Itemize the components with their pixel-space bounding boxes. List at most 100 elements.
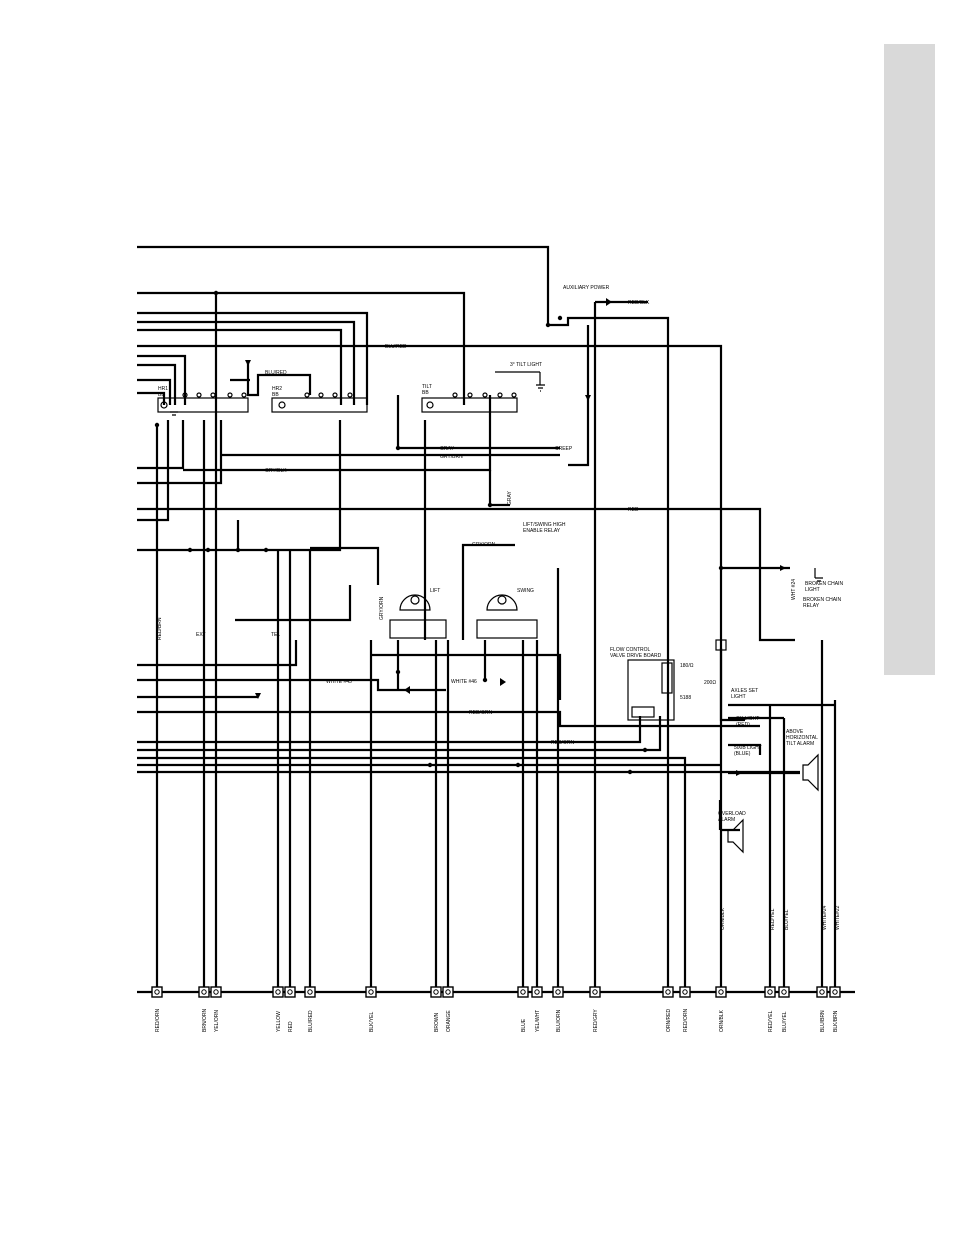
terminal-pin-0 <box>154 989 160 995</box>
terminal-pin-1 <box>201 989 207 995</box>
relay-tilt <box>421 392 518 413</box>
label-tel: TEL <box>271 632 280 638</box>
terminal-pin-17 <box>781 989 787 995</box>
label-creep: CREEP <box>555 446 573 452</box>
terminal-pin-16 <box>767 989 773 995</box>
terminal-label-16: RED/YEL <box>768 1010 774 1032</box>
flow-control-board <box>627 659 675 721</box>
terminal-10 <box>531 986 543 998</box>
vertical-labels: RED/BRN GRAY GRY/ORN ORN/BLK RED/YEL BLU… <box>157 491 841 930</box>
terminal-label-9: BLUE <box>521 1018 527 1032</box>
label-r200: 200Ω <box>704 680 716 686</box>
label-white46: WHITE #46 <box>451 679 477 685</box>
terminal-pin-7 <box>433 989 439 995</box>
terminal-label-10: YEL/WHT <box>535 1010 541 1032</box>
label-red-brn: RED/BRN <box>157 617 163 640</box>
terminal-12 <box>589 986 601 998</box>
terminal-pin-18 <box>819 989 825 995</box>
terminal-label-8: ORANGE <box>446 1010 452 1032</box>
terminal-pin-14 <box>682 989 688 995</box>
section-tab <box>884 44 935 675</box>
label-red-yel-v: RED/YEL <box>770 908 776 930</box>
terminal-pin-6 <box>368 989 374 995</box>
junctions <box>154 290 724 775</box>
terminal-label-15: ORN/BLK <box>719 1009 725 1032</box>
label-gry-brn: GRY/BRN <box>440 454 463 460</box>
terminal-16 <box>764 986 776 998</box>
label-r5188: 5188 <box>680 695 691 701</box>
label-red-orn-mid: RED/ORN <box>551 740 574 746</box>
label-gry-orn: GRY/ORN <box>472 542 496 548</box>
terminal-label-14: RED/ORN <box>683 1009 689 1032</box>
terminal-label-7: BROWN <box>434 1012 440 1032</box>
label-gray: GRAY <box>440 446 454 452</box>
swing-connector <box>476 594 538 639</box>
terminal-11 <box>552 986 564 998</box>
terminal-pin-5 <box>307 989 313 995</box>
terminal-17 <box>778 986 790 998</box>
relay-hr2 <box>271 392 368 413</box>
terminal-9 <box>517 986 529 998</box>
label-gray-v: GRAY <box>507 491 513 505</box>
terminal-2 <box>210 986 222 998</box>
lift-connector <box>389 594 447 639</box>
terminal-pin-4 <box>287 989 293 995</box>
terminal-8 <box>442 986 454 998</box>
terminal-4 <box>284 986 296 998</box>
terminal-pin-13 <box>665 989 671 995</box>
label-gry-blk: GRY/BLK <box>265 468 287 474</box>
terminal-1 <box>198 986 210 998</box>
label-500b: 500B LIGHT(BLUE) <box>734 745 762 757</box>
label-blu-red-2: BLU/RED <box>265 370 287 376</box>
terminal-label-17: BLU/YEL <box>782 1011 788 1032</box>
label-lift: LIFT <box>430 588 440 594</box>
labels: AUXILIARY POWER RED/BLK BLU/RED BLU/RED … <box>158 285 843 823</box>
terminal-label-19: BLK/BRN <box>833 1010 839 1032</box>
terminal-13 <box>662 986 674 998</box>
terminal-pin-8 <box>445 989 451 995</box>
terminal-label-0: RED/ORN <box>155 1009 161 1032</box>
terminal-pin-15 <box>718 989 724 995</box>
terminal-pin-12 <box>592 989 598 995</box>
label-r180: 180/Ω <box>680 663 694 669</box>
diodes <box>245 298 786 776</box>
label-white24-v: WHITE#24 <box>822 905 828 930</box>
label-orn-blk-v: ORN/BLK <box>720 907 726 930</box>
terminal-pin-3 <box>275 989 281 995</box>
terminal-18 <box>816 986 828 998</box>
terminal-pin-11 <box>555 989 561 995</box>
terminal-6 <box>365 986 377 998</box>
label-red: RED <box>628 507 639 513</box>
label-gry-orn-v: GRY/ORN <box>379 596 385 620</box>
terminal-label-3: YELLOW <box>276 1011 282 1032</box>
overload-alarm-horn <box>727 818 744 854</box>
terminal-pin-10 <box>534 989 540 995</box>
terminal-label-11: BLU/ORN <box>556 1009 562 1032</box>
relay-hr1 <box>157 392 249 413</box>
terminal-label-5: BLU/RED <box>308 1010 314 1032</box>
terminal-15 <box>715 986 727 998</box>
terminal-label-4: RED <box>288 1021 294 1032</box>
label-wht24: WHT #24 <box>791 579 797 600</box>
terminal-label-18: BLU/BRN <box>820 1010 826 1032</box>
terminal-14 <box>679 986 691 998</box>
label-red-grn: RED/GRN <box>469 710 492 716</box>
tilt-alarm-horn <box>802 753 819 792</box>
terminal-label-1: BRN/ORN <box>202 1009 208 1032</box>
terminal-7 <box>430 986 442 998</box>
label-auxiliary-power: AUXILIARY POWER <box>563 285 610 291</box>
wires <box>137 245 855 994</box>
terminal-pin-9 <box>520 989 526 995</box>
terminal-pin-19 <box>832 989 838 995</box>
label-ext: EXT <box>196 632 206 638</box>
label-white22-v: WHITE#22 <box>835 905 841 930</box>
